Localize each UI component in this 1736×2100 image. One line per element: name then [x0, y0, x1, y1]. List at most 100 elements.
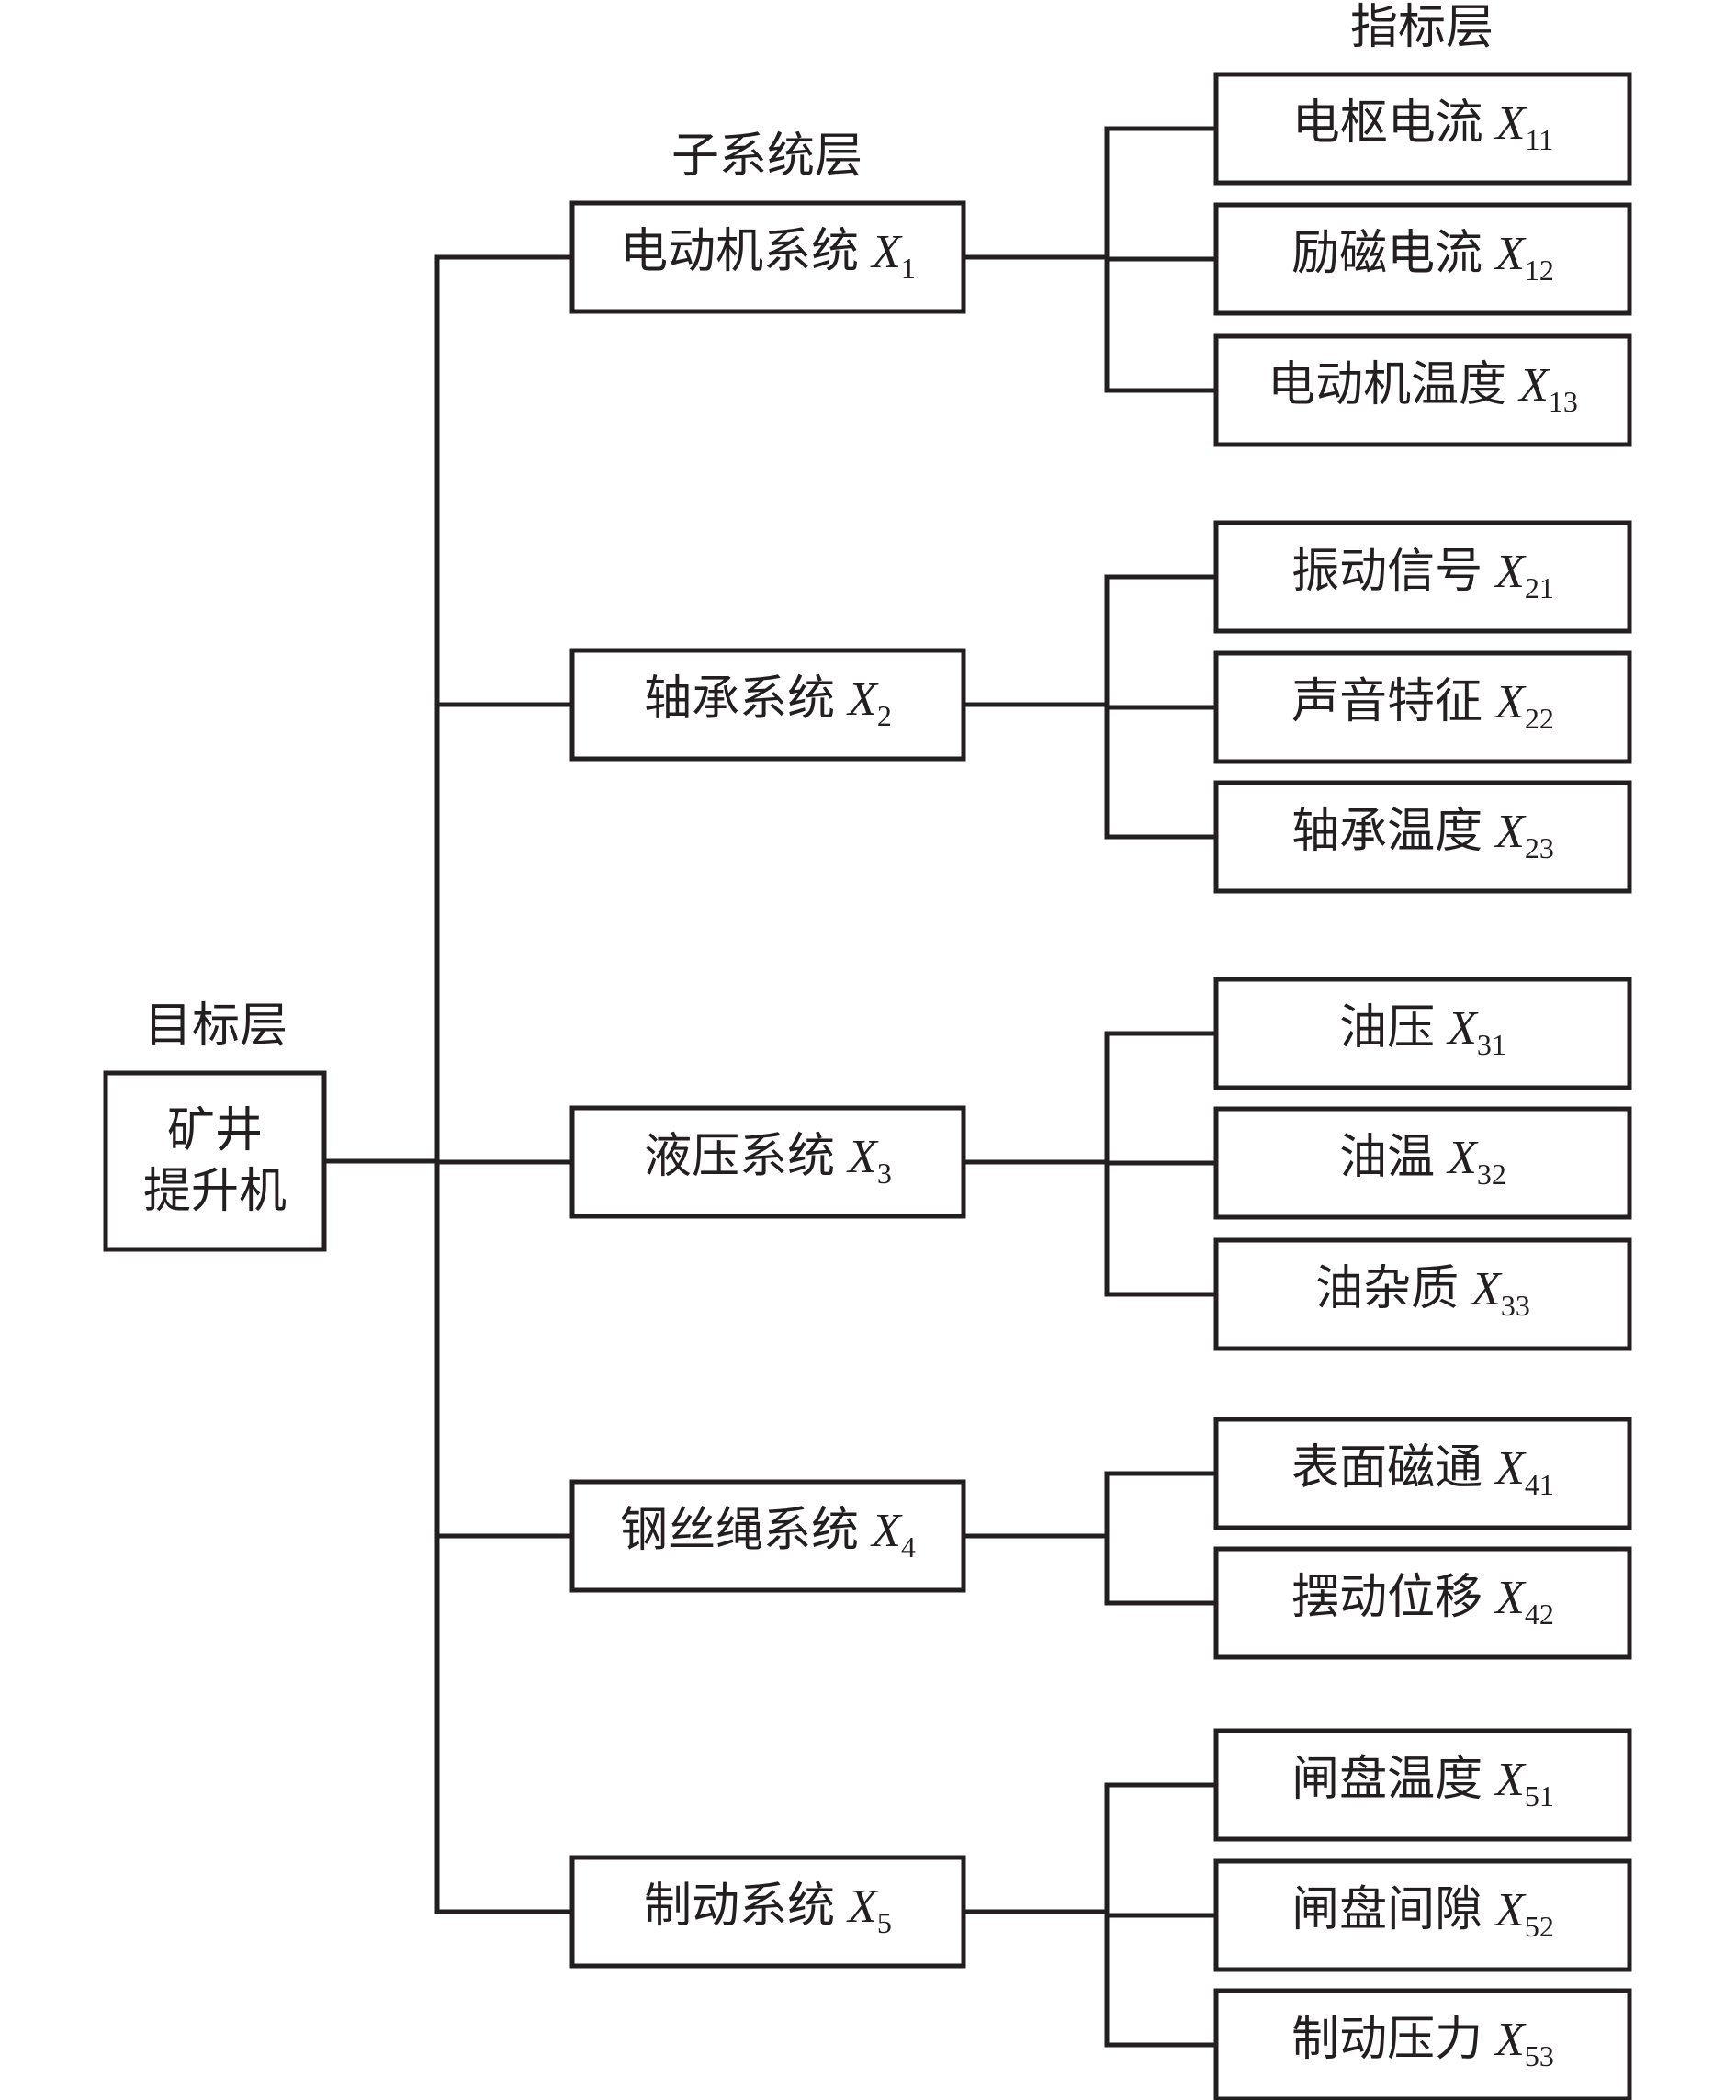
indicator-label-subscript: 41	[1524, 1468, 1554, 1501]
indicator-label-variable: X12	[1495, 228, 1554, 287]
indicator-label-variable: X11	[1495, 97, 1554, 156]
indicator-box	[1213, 650, 1632, 764]
indicator-label-variable: X22	[1495, 676, 1554, 735]
subsystem-label-variable: X2	[848, 673, 892, 732]
indicator-box	[1213, 1106, 1632, 1220]
indicator-label-text: 振动信号	[1291, 544, 1483, 599]
indicator-box	[1213, 333, 1632, 447]
indicator-label-text: 电动机温度	[1268, 357, 1507, 412]
indicator-label-variable: X21	[1495, 546, 1554, 604]
layer-title-indicator: 指标层	[1349, 0, 1494, 55]
subsystem-label-variable: X1	[872, 226, 916, 285]
indicator-label-text: 声音特征	[1291, 674, 1483, 729]
indicator-label-variable: X42	[1495, 1572, 1554, 1631]
layer-title-subsystem: 子系统层	[671, 129, 863, 184]
indicator-box	[1213, 1237, 1632, 1351]
subsystem-box	[569, 1479, 966, 1593]
indicator-label-variable: X32	[1448, 1132, 1506, 1191]
indicator-label-subscript: 32	[1476, 1157, 1506, 1191]
subsystem-box	[569, 200, 966, 314]
indicator-label-variable: X33	[1471, 1263, 1530, 1322]
diagram-boxes	[103, 72, 1632, 2100]
indicator-label-variable: X31	[1448, 1002, 1506, 1061]
goal-node-box	[103, 1070, 327, 1252]
subsystem-box	[569, 648, 966, 762]
goal-node-label: 矿井 提升机	[143, 1101, 287, 1222]
indicator-box	[1213, 1728, 1632, 1842]
indicator-label-text: 电枢电流	[1291, 96, 1483, 151]
indicator-box	[1213, 977, 1632, 1090]
goal-line-2: 提升机	[142, 1164, 287, 1219]
indicator-label-text: 制动压力	[1291, 2012, 1483, 2067]
indicator-label-text: 油杂质	[1315, 1261, 1460, 1316]
indicator-label-subscript: 22	[1524, 702, 1554, 735]
subsystem-label-text: 电动机系统	[620, 224, 860, 279]
subsystem-label-text: 液压系统	[644, 1129, 836, 1184]
indicator-label-subscript: 33	[1500, 1289, 1530, 1322]
indicator-box	[1213, 520, 1632, 634]
indicator-box	[1213, 1546, 1632, 1660]
indicator-label-variable: X52	[1495, 1884, 1554, 1943]
subsystem-box	[569, 1105, 966, 1219]
indicator-box	[1213, 1858, 1632, 1972]
subsystem-label-text: 轴承系统	[644, 672, 836, 727]
indicator-label-subscript: 11	[1525, 123, 1554, 156]
subsystem-label-subscript: 1	[900, 252, 916, 285]
indicator-label-subscript: 13	[1548, 385, 1578, 418]
subsystem-label-variable: X5	[848, 1880, 892, 1939]
indicator-label-text: 油压	[1339, 1000, 1436, 1056]
indicator-label-text: 摆动位移	[1291, 1570, 1483, 1625]
indicator-label-subscript: 31	[1476, 1028, 1506, 1061]
subsystem-label-variable: X4	[872, 1505, 916, 1564]
layer-title-goal: 目标层	[143, 999, 288, 1054]
subsystem-label-text: 钢丝绳系统	[620, 1503, 860, 1558]
indicator-label-text: 闸盘温度	[1291, 1752, 1483, 1807]
indicator-label-variable: X53	[1495, 2014, 1554, 2072]
indicator-box	[1213, 72, 1632, 186]
indicator-label-variable: X23	[1495, 806, 1554, 864]
indicator-label-variable: X51	[1495, 1754, 1554, 1812]
subsystem-box	[569, 1855, 966, 1969]
indicator-label-subscript: 42	[1524, 1598, 1554, 1631]
goal-line-1: 矿井	[166, 1103, 264, 1158]
indicator-label-text: 表面磁通	[1291, 1440, 1483, 1496]
subsystem-label-subscript: 4	[900, 1530, 916, 1564]
indicator-label-subscript: 23	[1524, 831, 1554, 864]
indicator-label-text: 油温	[1339, 1130, 1436, 1185]
connector-lines	[321, 126, 1219, 2048]
subsystem-label-subscript: 5	[876, 1906, 892, 1939]
indicator-label-text: 闸盘间隙	[1291, 1882, 1483, 1937]
indicator-label-subscript: 12	[1524, 254, 1554, 287]
indicator-label-text: 励磁电流	[1291, 226, 1483, 281]
indicator-box	[1213, 1417, 1632, 1530]
indicator-label-variable: X41	[1495, 1442, 1554, 1501]
indicator-label-subscript: 51	[1524, 1779, 1554, 1812]
subsystem-label-subscript: 2	[876, 699, 892, 732]
subsystem-label-subscript: 3	[876, 1157, 892, 1190]
indicator-label-variable: X13	[1519, 359, 1578, 418]
indicator-box	[1213, 1988, 1632, 2100]
subsystem-label-variable: X3	[848, 1131, 892, 1190]
indicator-label-subscript: 52	[1524, 1910, 1554, 1943]
indicator-box	[1213, 780, 1632, 894]
indicator-label-subscript: 53	[1524, 2039, 1554, 2072]
